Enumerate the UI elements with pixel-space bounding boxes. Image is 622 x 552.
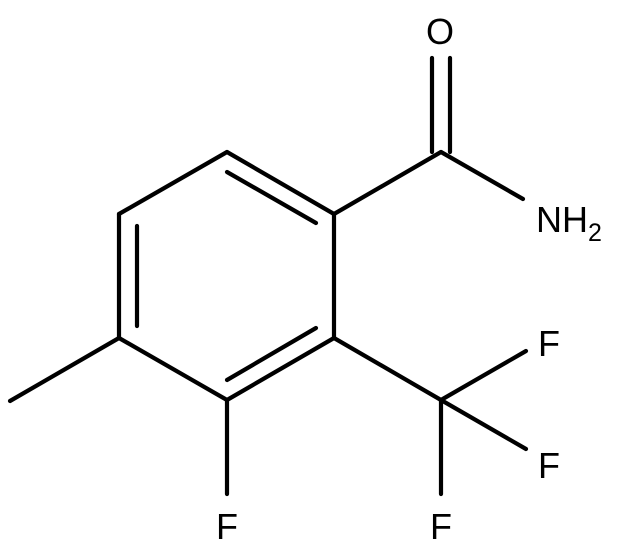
bond-c5-c6	[224, 335, 337, 403]
bond-c4-c5	[116, 335, 230, 403]
bond-c-n	[438, 149, 526, 202]
atom-label-oxygen: O	[426, 11, 454, 52]
bond-methyl	[7, 335, 122, 404]
atom-label-ring-fluorine: F	[216, 506, 238, 547]
bond-c1-c2	[224, 149, 337, 217]
bond-c5-c6-inner	[224, 325, 319, 383]
atom-label-fluorine-2: F	[538, 445, 560, 486]
atom-label-amine: NH2	[536, 199, 602, 247]
bond-c6-cf3	[331, 335, 444, 403]
bond-c1-ccarbonyl	[331, 149, 444, 217]
atom-label-fluorine-3: F	[430, 506, 452, 547]
atom-label-fluorine-1: F	[538, 323, 560, 364]
bond-cf3-f1	[438, 348, 529, 403]
bond-c2-c3	[116, 149, 230, 217]
amine-nh: NH	[536, 199, 588, 240]
bond-cf3-f2	[438, 397, 529, 452]
benzene-ring	[116, 149, 337, 403]
trifluoromethyl-group	[331, 335, 529, 497]
bond-c1-c2-inner	[224, 169, 319, 226]
amide-group	[331, 55, 526, 217]
amine-subscript: 2	[588, 219, 602, 247]
